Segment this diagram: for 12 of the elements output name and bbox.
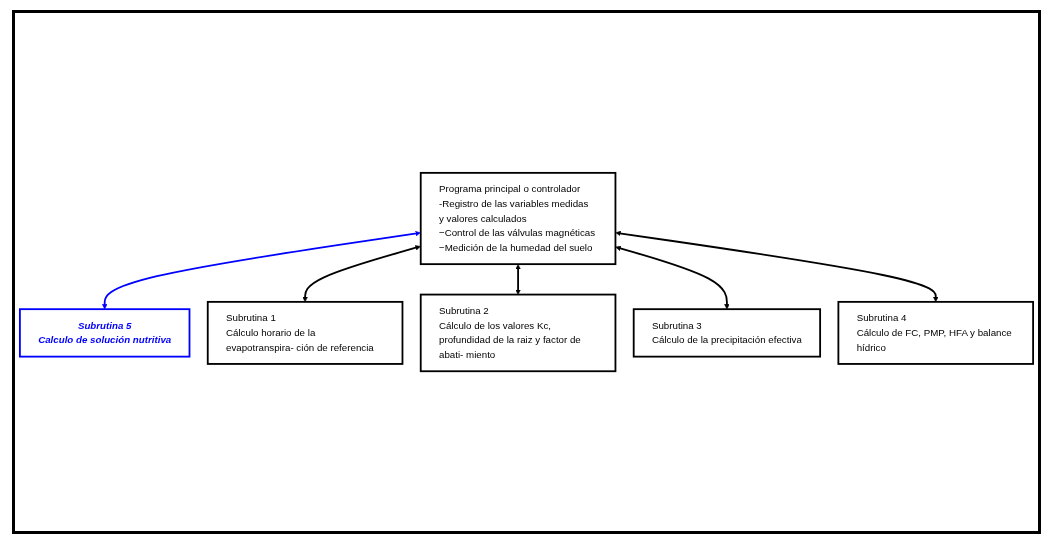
- arrow: [615, 245, 730, 310]
- arrow: [615, 230, 939, 303]
- diagram-frame: Programa principal o controlador -Registro de las variables medidas y valores calculados −Control de las válvulas magnéticas −Medición de la humedad del suelo Subrutina 5 Calculo de solución nutritiva Subrutina 1 Cálculo horario de la evapotranspira- ción de referencia Subrutina 2 Cálculo de los valores Kc, profundidad de la raiz y factor de abati- miento Subrutina 3 Cálculo de la precipitación efectiva Subrutina 4 Cálculo de FC, PMP, HFA y balance hídrico: [12, 10, 1041, 534]
- node-box: [632, 308, 822, 358]
- node-box: [419, 293, 617, 373]
- arrow: [102, 230, 421, 310]
- arrow: [302, 245, 421, 303]
- node-box: [837, 300, 1034, 365]
- node-box: [19, 308, 191, 358]
- node-box: [419, 171, 617, 265]
- arrow: [515, 264, 521, 295]
- node-box: [206, 300, 404, 365]
